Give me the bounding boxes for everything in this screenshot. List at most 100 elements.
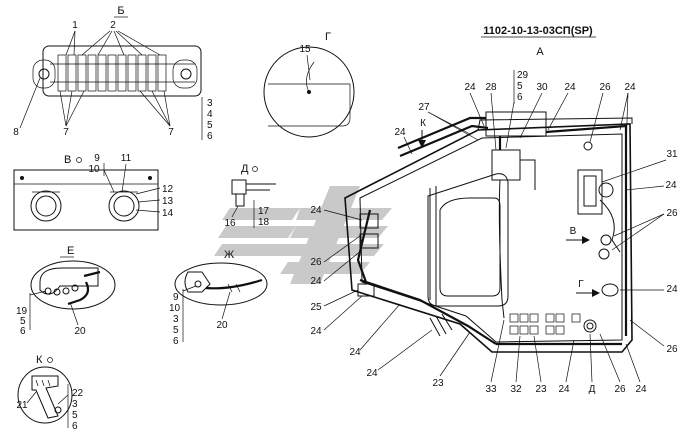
harness-pillar: [356, 209, 372, 283]
arrow-g-label: Г: [578, 279, 584, 290]
leader: [65, 30, 76, 56]
arrow-g-head-icon: [592, 289, 600, 297]
lamp-right-inner: [113, 195, 135, 217]
callout-5-k: 5: [72, 410, 78, 421]
view-d-label: Д: [241, 163, 249, 175]
connector-body: [231, 179, 247, 195]
door-window: [439, 197, 501, 297]
fuse-slot: [77, 54, 87, 92]
callout-24-left-4: 24: [349, 347, 361, 358]
callout-21: 21: [16, 400, 28, 411]
leader: [73, 30, 76, 56]
callout-7-left: 7: [63, 127, 69, 138]
fuse-slot: [117, 54, 127, 92]
callout-14: 14: [162, 208, 174, 219]
view-d: Д 16 17 18: [224, 163, 276, 229]
leader: [57, 394, 69, 405]
pillar-bracket: [359, 213, 379, 229]
connector-round: [600, 234, 612, 246]
arrow-k-label: К: [420, 118, 426, 129]
callout-10-v: 10: [88, 164, 100, 175]
view-marker-icon: [76, 157, 82, 163]
leader: [221, 291, 231, 320]
leader: [182, 285, 197, 292]
fuse-slot: [107, 54, 117, 92]
dashboard-switch-inner: [586, 322, 594, 330]
clip-teeth: [35, 379, 51, 387]
leader: [403, 136, 413, 155]
callout-5-a: 5: [517, 81, 523, 92]
callout-15: 15: [299, 44, 311, 55]
harness-top-left-2: [399, 124, 489, 158]
view-g-label: Г: [325, 31, 331, 43]
lamp-right-outer: [108, 190, 140, 222]
harness-wire: [67, 270, 101, 306]
view-e-label: Е: [67, 245, 74, 257]
view-zh-oval: [174, 262, 268, 306]
clamp-bolt: [194, 280, 202, 288]
view-b: Б 1 2 8 7: [13, 5, 213, 142]
lamp-wire: [306, 61, 315, 93]
callout-27: 27: [418, 102, 430, 113]
leader: [231, 205, 239, 218]
leader: [469, 92, 485, 127]
callout-2: 2: [110, 20, 116, 31]
callout-22: 22: [72, 388, 84, 399]
leader: [113, 30, 125, 56]
cab-frame-inner: [359, 133, 623, 343]
leader: [19, 77, 41, 129]
roof-module-bracket: [520, 159, 536, 190]
clip-body: [31, 375, 59, 419]
callout-26-left: 26: [310, 257, 322, 268]
callout-12: 12: [162, 184, 174, 195]
leader: [323, 295, 363, 331]
callout-5-zh: 5: [173, 325, 179, 336]
fuse-slot: [97, 54, 107, 92]
connector-pin: [71, 284, 79, 292]
fuse-slot: [157, 54, 167, 92]
leader: [103, 169, 115, 193]
lamp-housing: [268, 83, 351, 127]
leader: [69, 301, 79, 326]
view-a-cab: А: [310, 46, 678, 395]
leader: [81, 30, 111, 56]
panel-screw: [20, 176, 24, 180]
callout-24-bottom-left: 24: [366, 368, 378, 379]
leader: [625, 185, 665, 191]
relay-block-right-ear: [172, 59, 198, 89]
callout-13: 13: [162, 196, 174, 207]
callout-24-right-2: 24: [666, 284, 678, 295]
door-post: [429, 186, 437, 306]
callout-24-top-left: 24: [464, 82, 476, 93]
view-marker-icon: [252, 166, 258, 172]
view-v: В 9 10 11 12 13 14: [13, 153, 174, 231]
callout-6-zh: 6: [173, 336, 179, 347]
leader: [359, 303, 401, 351]
arrow-v-head-icon: [582, 236, 590, 244]
callout-23-left: 23: [432, 378, 444, 389]
leader: [323, 235, 361, 263]
fuse-slot: [147, 54, 157, 92]
leader: [97, 30, 113, 56]
callout-7-right: 7: [168, 127, 174, 138]
leader: [547, 92, 569, 131]
callout-3-k: 3: [72, 399, 78, 410]
leader: [599, 333, 621, 383]
view-d-ref-label: Д: [589, 384, 596, 395]
roof-module: [491, 149, 521, 181]
panel-screw: [148, 176, 152, 180]
view-a-label: А: [536, 46, 544, 58]
callout-29: 29: [517, 70, 529, 81]
fuse-slot: [137, 54, 147, 92]
control-box: [577, 169, 603, 215]
cab-frame-outline: [344, 123, 633, 353]
cab-roof-edge: [477, 117, 633, 131]
clip-bolt: [54, 406, 62, 414]
connector-pin: [53, 288, 61, 296]
leader: [490, 92, 497, 151]
leader: [115, 30, 143, 56]
connector-plug: [235, 194, 245, 207]
leader: [323, 249, 363, 282]
leader: [629, 319, 665, 347]
watermark-logo-icon: [214, 186, 392, 284]
